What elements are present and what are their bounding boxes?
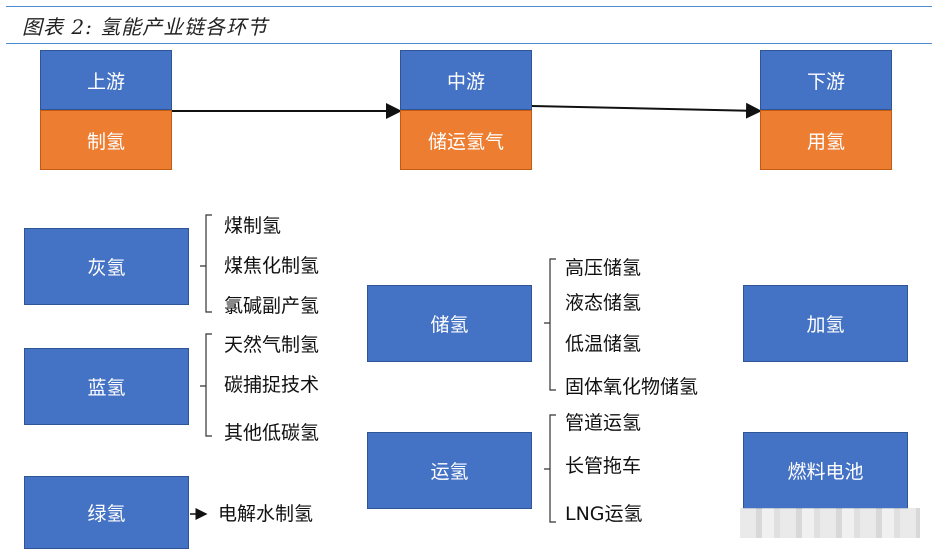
figure-title: 图表 2: 氢能产业链各环节	[22, 15, 269, 39]
blue-method-natural-gas: 天然气制氢	[224, 334, 320, 356]
green-hydrogen-box: 绿氢	[24, 476, 189, 549]
downstream-activity-box: 用氢	[760, 110, 892, 170]
midstream-stage-box: 中游	[400, 50, 532, 110]
storage-box: 储氢	[367, 285, 532, 362]
blue-hydrogen-box: 蓝氢	[24, 348, 189, 425]
blue-hydrogen-bracket	[200, 333, 212, 437]
grey-hydrogen-bracket	[200, 214, 212, 313]
blurred-watermark	[740, 508, 920, 538]
top-rule	[6, 6, 932, 7]
transport-method-lng: LNG运氢	[565, 503, 643, 525]
green-method-electrolysis: 电解水制氢	[218, 503, 314, 525]
storage-method-high-pressure: 高压储氢	[565, 257, 642, 279]
grey-method-chlor-alkali: 氯碱副产氢	[224, 295, 320, 317]
storage-method-low-temp: 低温储氢	[565, 333, 642, 355]
upstream-activity-box: 制氢	[40, 110, 172, 170]
refueling-box: 加氢	[743, 285, 908, 362]
upstream-stage-box: 上游	[40, 50, 172, 110]
transport-bracket	[544, 414, 556, 523]
blue-method-other-low-carbon: 其他低碳氢	[224, 422, 320, 444]
flow-arrow-midstream-downstream	[531, 102, 762, 119]
transport-method-pipeline: 管道运氢	[565, 412, 642, 434]
grey-method-coal: 煤制氢	[224, 215, 282, 237]
midstream-activity-box: 储运氢气	[400, 110, 532, 170]
downstream-stage-box: 下游	[760, 50, 892, 110]
transport-box: 运氢	[367, 432, 532, 509]
storage-method-liquid: 液态储氢	[565, 292, 642, 314]
storage-method-solid-oxide: 固体氧化物储氢	[565, 376, 699, 398]
fuel-cell-box: 燃料电池	[743, 432, 908, 509]
transport-method-tube-trailer: 长管拖车	[565, 455, 642, 477]
blue-method-carbon-capture: 碳捕捉技术	[224, 374, 320, 396]
title-underline	[6, 43, 932, 44]
storage-bracket	[544, 258, 556, 391]
grey-method-coking: 煤焦化制氢	[224, 255, 320, 277]
grey-hydrogen-box: 灰氢	[24, 228, 189, 305]
